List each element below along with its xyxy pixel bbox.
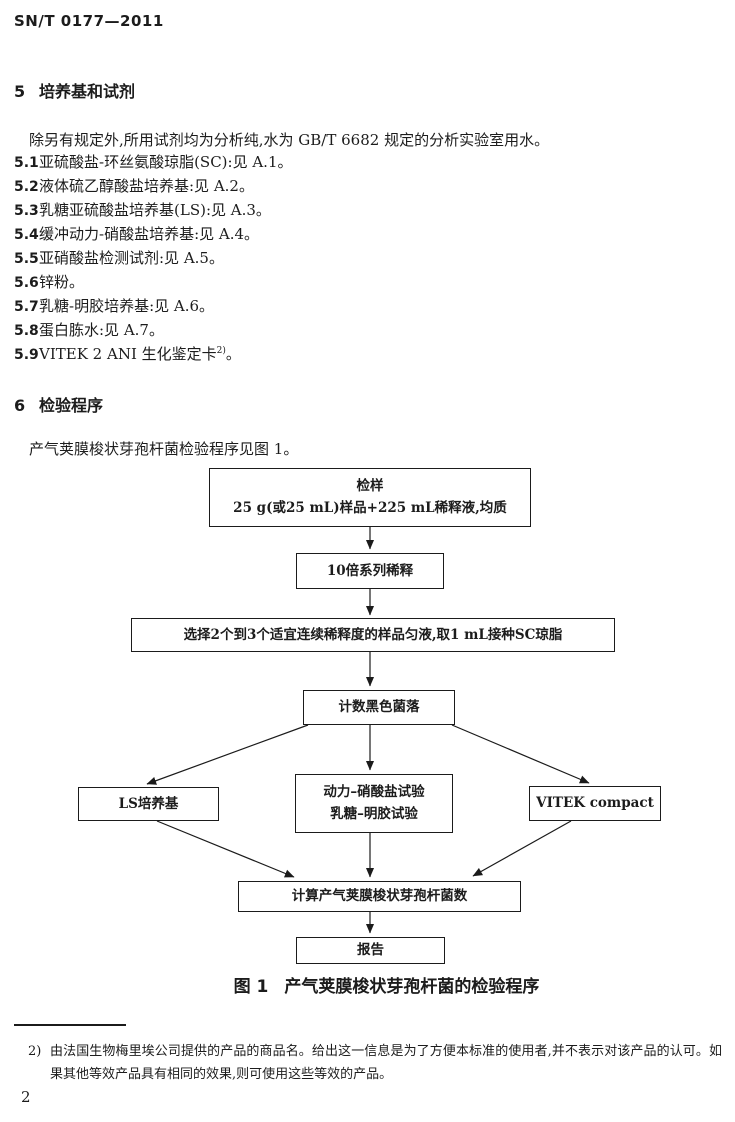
item-text: 亚硝酸盐检测试剂:见 A.5。 [39,249,224,267]
flowchart-arrows [146,527,590,934]
node-sample: 检样 25 g(或25 mL)样品+225 mL稀释液,均质 [209,468,531,527]
figure-caption: 图 1 产气荚膜梭状芽孢杆菌的检验程序 [0,972,735,997]
item-text: 液体硫乙醇酸盐培养基:见 A.2。 [39,177,254,195]
item-number: 5.4 [14,227,39,243]
section-title: 培养基和试剂 [39,82,136,101]
list-item: 5.8蛋白胨水:见 A.7。 [14,320,164,341]
node-motility-line1: 动力–硝酸盐试验 [323,783,425,800]
item-number: 5.5 [14,251,39,267]
section-6-intro: 产气荚膜梭状芽孢杆菌检验程序见图 1。 [29,440,299,458]
node-calculate: 计算产气荚膜梭状芽孢杆菌数 [238,881,521,912]
node-count-colonies: 计数黑色菌落 [303,690,455,725]
footnote-ref: 2) [216,346,226,356]
footnote: 2) 由法国生物梅里埃公司提供的产品的商品名。给出这一信息是为了方便本标准的使用… [28,1040,722,1086]
list-item: 5.4缓冲动力-硝酸盐培养基:见 A.4。 [14,224,259,245]
node-dilution: 10倍系列稀释 [296,553,444,589]
item-text: 乳糖亚硫酸盐培养基(LS):见 A.3。 [39,201,271,219]
section-title: 检验程序 [39,396,104,415]
item-number: 5.8 [14,323,39,339]
doc-number: SN/T 0177—2011 [14,12,164,30]
node-motility-line2: 乳糖–明胶试验 [330,806,418,823]
item-text: 蛋白胨水:见 A.7。 [39,321,164,339]
item-text: VITEK 2 ANI 生化鉴定卡2)。 [39,345,241,363]
item-text: 锌粉。 [39,273,85,291]
footnote-text: 由法国生物梅里埃公司提供的产品的商品名。给出这一信息是为了方便本标准的使用者,并… [50,1044,722,1082]
item-number: 5.2 [14,179,39,195]
item-text-main: VITEK 2 ANI 生化鉴定卡 [39,345,217,363]
section-5-heading: 5 培养基和试剂 [14,78,135,102]
item-text: 亚硫酸盐-环丝氨酸琼脂(SC):见 A.1。 [39,153,293,171]
item-number: 5.6 [14,275,39,291]
footnote-rule [14,1024,126,1026]
section-6-heading: 6 检验程序 [14,392,103,416]
figure-caption-label: 图 1 [233,977,269,997]
flowchart: 检样 25 g(或25 mL)样品+225 mL稀释液,均质 10倍系列稀释 选… [0,460,735,980]
node-ls-medium: LS培养基 [78,787,219,821]
page-number: 2 [21,1088,31,1106]
item-text: 缓冲动力-硝酸盐培养基:见 A.4。 [39,225,260,243]
list-item: 5.6锌粉。 [14,272,84,293]
item-number: 5.3 [14,203,39,219]
item-text-suffix: 。 [225,345,241,363]
node-sample-detail: 25 g(或25 mL)样品+225 mL稀释液,均质 [233,500,507,517]
node-select-dilutions: 选择2个到3个适宜连续稀释度的样品匀液,取1 mL接种SC琼脂 [131,618,615,652]
section-number: 5 [14,82,26,101]
item-number: 5.7 [14,299,39,315]
section-number: 6 [14,396,26,415]
node-report: 报告 [296,937,445,964]
node-sample-title: 检样 [356,477,384,494]
list-item: 5.3乳糖亚硫酸盐培养基(LS):见 A.3。 [14,200,271,221]
list-item: 5.9VITEK 2 ANI 生化鉴定卡2)。 [14,344,241,365]
footnote-marker: 2) [28,1044,42,1059]
section-5-intro: 除另有规定外,所用试剂均为分析纯,水为 GB/T 6682 规定的分析实验室用水… [29,131,550,149]
list-item: 5.1亚硫酸盐-环丝氨酸琼脂(SC):见 A.1。 [14,152,293,173]
list-item: 5.7乳糖-明胶培养基:见 A.6。 [14,296,214,317]
item-text: 乳糖-明胶培养基:见 A.6。 [39,297,215,315]
item-number: 5.1 [14,155,39,171]
list-item: 5.2液体硫乙醇酸盐培养基:见 A.2。 [14,176,254,197]
node-motility-lactose-tests: 动力–硝酸盐试验 乳糖–明胶试验 [295,774,453,833]
item-number: 5.9 [14,347,39,363]
figure-caption-text: 产气荚膜梭状芽孢杆菌的检验程序 [284,977,540,997]
list-item: 5.5亚硝酸盐检测试剂:见 A.5。 [14,248,224,269]
node-vitek: VITEK compact [529,786,661,821]
